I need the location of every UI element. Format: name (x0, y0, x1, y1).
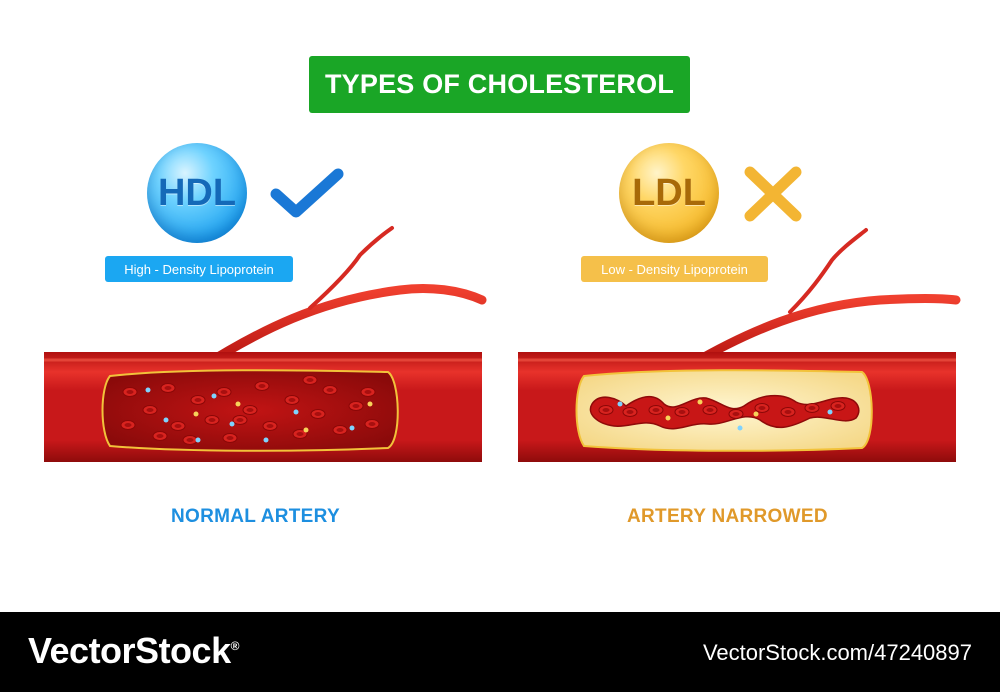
title-banner: TYPES OF CHOLESTEROL (309, 56, 690, 113)
left-branch-vessels (195, 226, 487, 373)
artery-illustration (44, 226, 961, 462)
page-title: TYPES OF CHOLESTEROL (324, 69, 675, 99)
narrowed-artery-caption: ARTERY NARROWED (627, 506, 828, 527)
vectorstock-logo: VectorStock® (28, 630, 239, 672)
check-icon (270, 168, 344, 218)
normal-artery (44, 352, 482, 462)
narrowed-lumen (589, 394, 860, 430)
ldl-badge: LDL (619, 143, 719, 243)
brand-mark: ® (230, 639, 240, 653)
ldl-description: Low - Density Lipoprotein (601, 261, 748, 277)
right-branch-vessels (685, 228, 961, 370)
hdl-description: High - Density Lipoprotein (124, 261, 274, 277)
normal-artery-caption: NORMAL ARTERY (171, 506, 340, 527)
hdl-description-pill: High - Density Lipoprotein (105, 256, 293, 282)
lipoprotein-particles-left (145, 387, 373, 443)
hdl-badge: HDL (147, 143, 247, 243)
hdl-label: HDL (157, 171, 237, 214)
image-id: VectorStock.com/47240897 (702, 640, 972, 665)
ldl-description-pill: Low - Density Lipoprotein (581, 256, 768, 282)
cross-icon (744, 166, 802, 222)
lipoprotein-particles-right (617, 399, 833, 431)
narrowed-artery (518, 352, 956, 462)
brand-name: VectorStock (28, 630, 231, 671)
diagram-canvas: TYPES OF CHOLESTEROL HDL High - Density … (44, 56, 961, 527)
watermark-footer: VectorStock® VectorStock.com/47240897 (0, 612, 1000, 692)
ldl-label: LDL (632, 171, 706, 214)
